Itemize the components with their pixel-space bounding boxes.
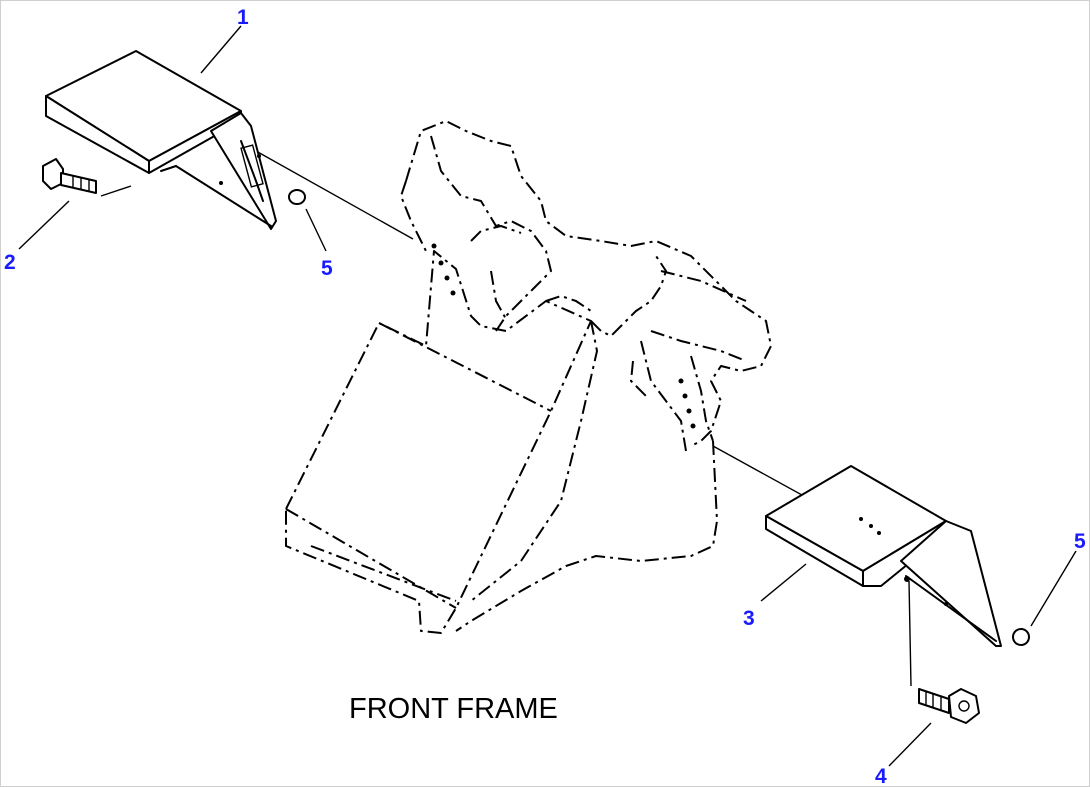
- alignment-lines: [100, 150, 912, 687]
- leader-lines: [18, 25, 1077, 767]
- frame-bolt-holes: [431, 243, 696, 429]
- callout-5-left: 5: [321, 257, 333, 280]
- part-4-bolt: [918, 688, 980, 724]
- callouts: 1 2 5 3 5 4: [4, 6, 1086, 787]
- callout-5-right: 5: [1074, 530, 1086, 553]
- callout-4: 4: [875, 765, 887, 787]
- part-5-washer-right: [1012, 628, 1030, 646]
- front-frame-outline: [285, 120, 772, 634]
- part-1-left-cover: [45, 50, 277, 230]
- diagram-caption: FRONT FRAME: [349, 693, 558, 725]
- part-5-washer-left: [288, 189, 306, 205]
- callout-1: 1: [237, 6, 249, 29]
- callout-2: 2: [4, 251, 16, 274]
- part-2-bolt: [42, 158, 97, 194]
- part-3-right-cover: [765, 465, 1002, 647]
- callout-3: 3: [743, 607, 755, 630]
